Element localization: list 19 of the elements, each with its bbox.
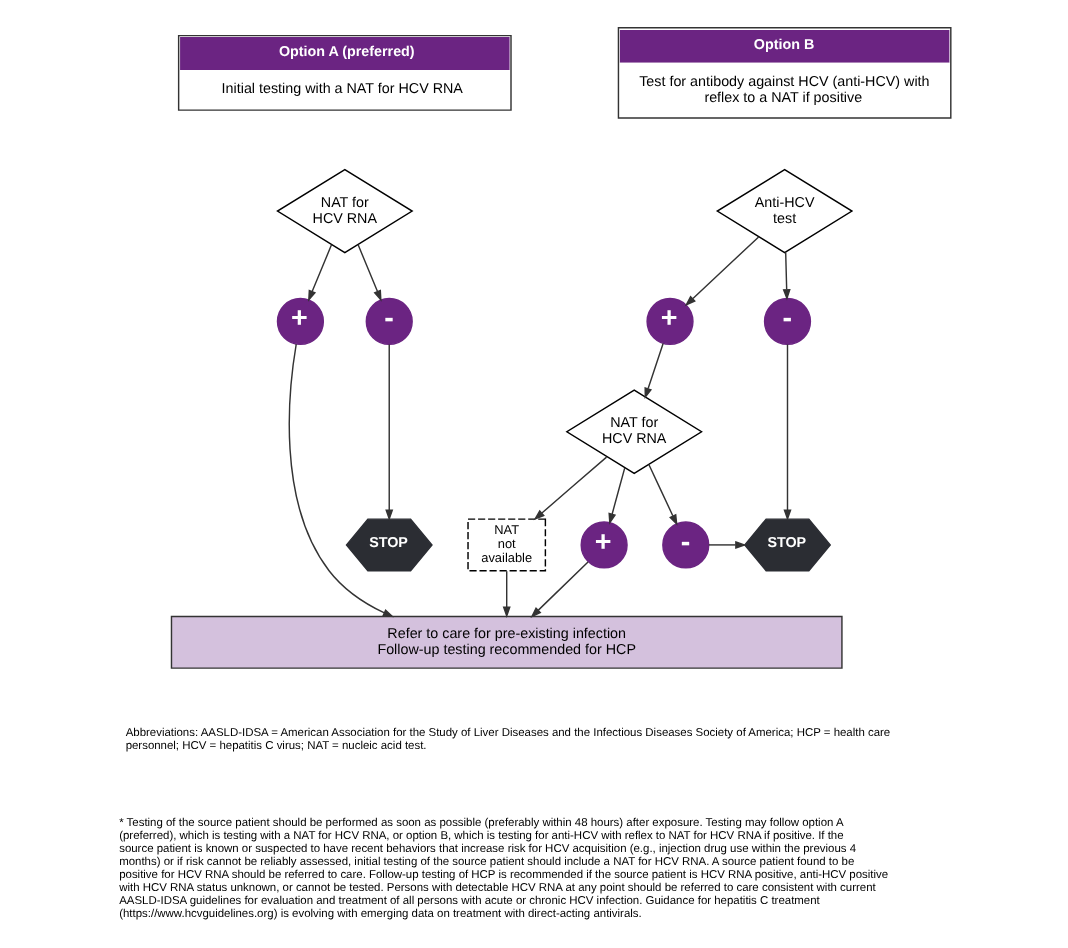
arrow xyxy=(647,463,677,526)
node-circle: - xyxy=(661,521,709,569)
arrow xyxy=(287,343,394,618)
arrow xyxy=(707,540,746,549)
arrow xyxy=(607,467,625,525)
arrow xyxy=(356,244,381,302)
arrow xyxy=(643,342,663,400)
node-circle: - xyxy=(762,297,811,346)
arrow xyxy=(532,456,607,521)
arrow xyxy=(781,251,790,301)
arrow xyxy=(529,561,588,618)
node-circle: - xyxy=(364,297,412,346)
arrow xyxy=(384,343,393,521)
arrow xyxy=(501,570,510,619)
arrow xyxy=(307,244,332,302)
node-circle: + xyxy=(579,521,627,569)
arrow xyxy=(683,236,759,307)
node-circle: + xyxy=(275,297,324,346)
arrow xyxy=(782,343,791,521)
